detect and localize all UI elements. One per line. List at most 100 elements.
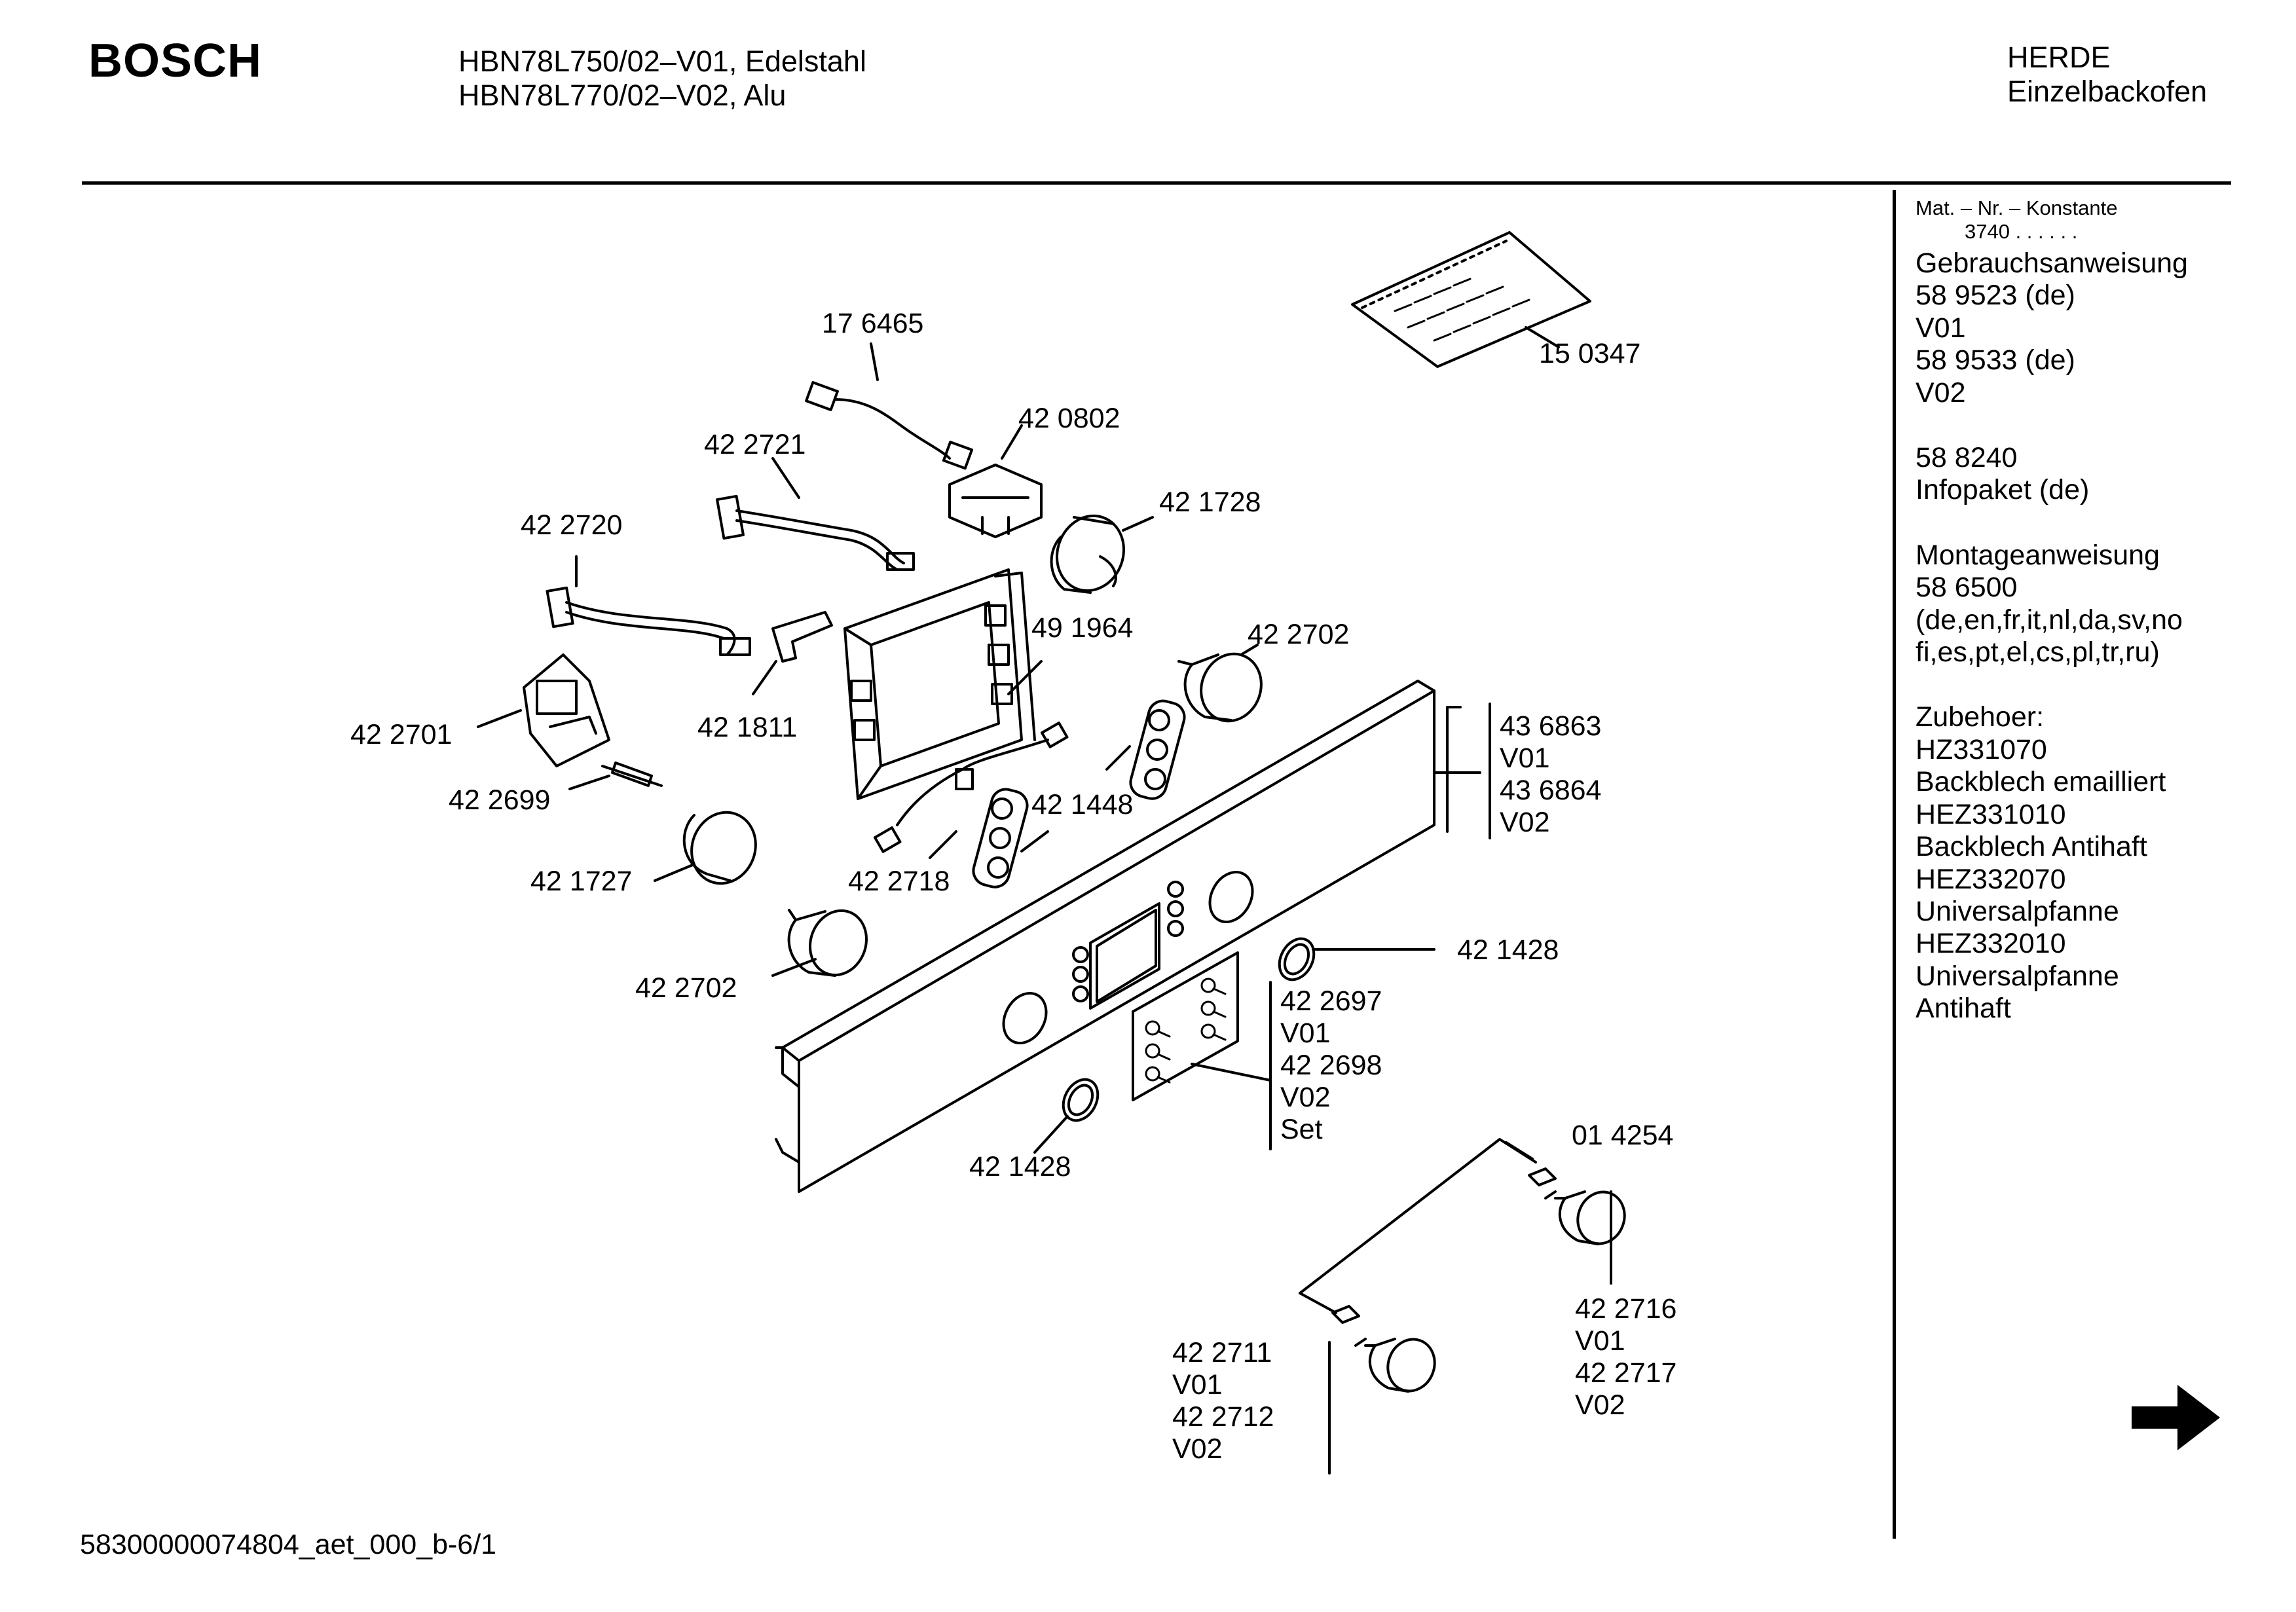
sidebar-line: Zubehoer:	[1916, 701, 2045, 733]
cable-422721	[716, 457, 915, 571]
part-label: 42 1448	[1031, 789, 1134, 820]
module-422701	[477, 653, 610, 767]
part-label: 42 2698	[1280, 1050, 1382, 1081]
part-label: 42 0802	[1018, 403, 1120, 434]
sidebar-line: HZ331070	[1916, 733, 2047, 765]
sidebar-line: Infopaket (de)	[1916, 474, 2090, 506]
part-label: 42 2702	[635, 972, 737, 1004]
part-label: 42 2699	[449, 784, 551, 816]
part-label-group: 42 2711 V01 42 2712 V02	[1172, 1337, 1274, 1465]
sidebar-line: 58 6500	[1916, 572, 2018, 604]
model-line: HBN78L770/02–V02, Alu	[458, 79, 787, 112]
part-label: 42 2711	[1172, 1337, 1272, 1368]
sidebar-line: (de,en,fr,it,nl,da,sv,no	[1916, 604, 2183, 636]
frame-491964	[843, 568, 1043, 800]
ring-421428-left	[1033, 1078, 1100, 1154]
model-line: HBN78L750/02–V01, Edelstahl	[458, 45, 866, 78]
sidebar-line: 58 9523 (de)	[1916, 280, 2075, 312]
part-label: 42 1428	[969, 1151, 1071, 1182]
knob-housing-422702-bottom	[771, 909, 868, 977]
knob-right	[1505, 1141, 1626, 1245]
sidebar-line: HEZ331010	[1916, 798, 2066, 830]
header-divider	[82, 181, 2231, 185]
part-label: 42 2701	[350, 719, 453, 750]
part-label: 42 2712	[1172, 1401, 1274, 1433]
sidebar-line: 58 8240	[1916, 442, 2018, 474]
sidebar-group-manual: Gebrauchsanweisung 58 9523 (de) V01 58 9…	[1916, 247, 2188, 409]
sidebar-group-infopaket: 58 8240 Infopaket (de)	[1916, 442, 2188, 507]
sidebar-group-montage: Montageanweisung 58 6500 (de,en,fr,it,nl…	[1916, 540, 2188, 669]
part-label: 42 2702	[1248, 619, 1350, 650]
part-label: V02	[1500, 807, 1550, 838]
knob-left	[1331, 1305, 1436, 1393]
cable-422718	[874, 722, 1069, 859]
part-label: V01	[1172, 1369, 1223, 1401]
part-label: 42 1428	[1457, 934, 1559, 966]
part-label: 15 0347	[1539, 338, 1641, 369]
mat-nr-value: 3740 . . . . . .	[1965, 220, 2078, 243]
part-label: 42 2717	[1575, 1357, 1677, 1389]
part-label: V02	[1575, 1389, 1625, 1421]
sidebar-line: Antihaft	[1916, 993, 2011, 1025]
part-label: Set	[1280, 1114, 1323, 1145]
knob-housing-421727	[654, 811, 757, 885]
sidebar: Mat. – Nr. – Konstante 3740 . . . . . . …	[1916, 196, 2188, 1025]
sidebar-line: HEZ332070	[1916, 863, 2066, 895]
part-label: V01	[1280, 1017, 1331, 1049]
control-panel	[775, 680, 1481, 1193]
sidebar-group-accessories: Zubehoer: HZ331070 Backblech emailliert …	[1916, 701, 2188, 1025]
part-label: 42 2718	[848, 866, 950, 897]
arrow-right-icon[interactable]	[2132, 1382, 2223, 1454]
holder-421448-left	[972, 788, 1049, 888]
part-label: 42 2716	[1575, 1293, 1677, 1325]
part-label: V01	[1575, 1325, 1625, 1357]
knob-leader-line	[1299, 1138, 1537, 1294]
sidebar-line: Universalpfanne	[1916, 960, 2119, 992]
bracket-421811	[752, 611, 833, 695]
sidebar-line: fi,es,pt,el,cs,pl,tr,ru)	[1916, 636, 2160, 669]
part-label: 42 2721	[704, 429, 806, 460]
brand-logo: BOSCH	[88, 35, 263, 87]
part-label: V02	[1280, 1082, 1331, 1113]
screw-packet	[1351, 231, 1591, 368]
part-label: V02	[1172, 1433, 1223, 1465]
cable-422720	[546, 555, 751, 656]
part-label: 42 1811	[697, 712, 798, 743]
holder-421448-right	[1105, 699, 1186, 800]
sidebar-line: Montageanweisung	[1916, 539, 2160, 571]
part-label: 42 2697	[1280, 985, 1382, 1017]
cable-176465	[805, 342, 974, 470]
sidebar-line: Backblech emailliert	[1916, 766, 2166, 798]
sidebar-line: V01	[1916, 312, 1966, 344]
sidebar-line: V02	[1916, 376, 1966, 409]
knob-housing-421728	[1050, 514, 1154, 594]
category-line: Einzelbackofen	[2007, 75, 2208, 108]
model-list: HBN78L750/02–V01, Edelstahl HBN78L770/02…	[458, 45, 866, 113]
knob-housing-422702-top	[1177, 644, 1263, 723]
sidebar-line: HEZ332010	[1916, 928, 2066, 960]
part-label: 42 1728	[1159, 486, 1261, 518]
screw-set	[1132, 951, 1272, 1101]
knob-leader-line	[1299, 1292, 1337, 1314]
category-label: HERDE Einzelbackofen	[2007, 41, 2207, 109]
sidebar-divider	[1893, 190, 1896, 1539]
connector-420802	[948, 424, 1043, 538]
sidebar-line: Universalpfanne	[1916, 895, 2119, 927]
category-line: HERDE	[2007, 41, 2111, 74]
document-id: 58300000074804_aet_000_b-6/1	[80, 1529, 497, 1560]
part-label: 42 1727	[530, 866, 633, 897]
sidebar-line: Gebrauchsanweisung	[1916, 247, 2188, 279]
part-label: 01 4254	[1572, 1120, 1674, 1151]
part-label-group: 42 2697 V01 42 2698 V02 Set	[1280, 985, 1382, 1146]
sensor-422699	[568, 761, 663, 790]
part-label: 42 2720	[521, 509, 623, 541]
part-label: 49 1964	[1031, 612, 1134, 644]
sidebar-line: 58 9533 (de)	[1916, 344, 2075, 376]
ring-421428-right	[1278, 937, 1435, 981]
part-label-group: 43 6863 V01 43 6864 V02	[1500, 710, 1601, 839]
sidebar-line: Backblech Antihaft	[1916, 831, 2147, 863]
part-label: 17 6465	[822, 308, 924, 339]
part-label: V01	[1500, 742, 1550, 774]
part-label: 43 6864	[1500, 775, 1602, 806]
